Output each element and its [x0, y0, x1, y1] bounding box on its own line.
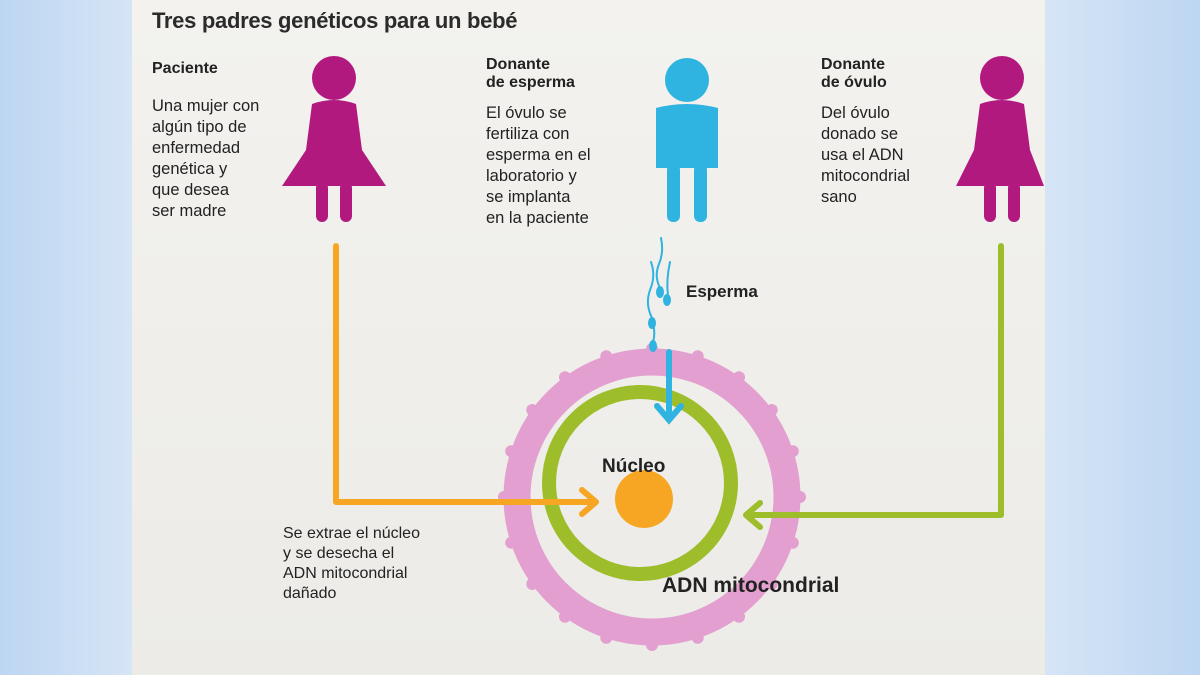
right-background-margin: [1045, 0, 1200, 675]
left-background-margin: [0, 0, 132, 675]
sperm-donor-line: laboratorio y: [486, 167, 577, 185]
egg-donor-line: usa el ADN: [821, 146, 904, 164]
sperm-arrow: [654, 349, 684, 425]
sperm-donor-male-icon: [656, 58, 718, 222]
patient-line: enfermedad: [152, 139, 241, 157]
membrane-bump: [691, 350, 704, 363]
patient-female-icon: [282, 56, 386, 222]
sperm-donor-heading-line: de esperma: [486, 74, 575, 91]
egg-donor-heading-line: Donante: [821, 56, 885, 73]
nucleus-circle: [615, 470, 673, 528]
egg-donor-heading-line: de óvulo: [821, 74, 887, 91]
membrane-bump: [559, 610, 571, 623]
sperm-cells-icon: [646, 237, 671, 352]
nucleus-arrow-from-patient: [333, 243, 599, 517]
egg-outer-membrane: [498, 343, 806, 651]
membrane-bump: [526, 404, 539, 416]
sperm-label: Esperma: [686, 282, 758, 301]
membrane-bump: [786, 445, 799, 458]
patient-heading: Paciente: [152, 60, 218, 77]
extraction-note-line: ADN mitocondrial: [283, 565, 408, 582]
sperm-donor-line: se implanta: [486, 188, 571, 206]
patient-line: algún tipo de: [152, 118, 247, 136]
mitochondrial-ring: [542, 385, 738, 581]
sperm-donor-description: El óvulo se fertiliza con esperma en el …: [486, 103, 591, 229]
egg-donor-heading: Donante de óvulo: [821, 56, 887, 92]
sperm-donor-line: fertiliza con: [486, 125, 570, 143]
membrane-bump: [733, 610, 745, 623]
membrane-bump: [646, 639, 658, 651]
patient-line: ser madre: [152, 202, 227, 220]
sperm-donor-heading: Donante de esperma: [486, 56, 575, 92]
membrane-bump: [786, 536, 799, 549]
extraction-note: Se extrae el núcleo y se desecha el ADN …: [283, 524, 420, 604]
infographic-title: Tres padres genéticos para un bebé: [152, 8, 518, 33]
patient-description: Una mujer con algún tipo de enfermedad g…: [152, 96, 259, 222]
extraction-note-line: y se desecha el: [283, 545, 395, 562]
sperm-donor-line: en la paciente: [486, 209, 589, 227]
patient-line: que desea: [152, 181, 230, 199]
egg-donor-line: donado se: [821, 125, 899, 143]
egg-donor-line: mitocondrial: [821, 167, 910, 185]
membrane-bump: [691, 631, 704, 644]
membrane-bump: [733, 371, 745, 384]
sperm-donor-line: esperma en el: [486, 146, 591, 164]
egg-donor-description: Del óvulo donado se usa el ADN mitocondr…: [821, 103, 910, 208]
extraction-note-line: Se extrae el núcleo: [283, 525, 420, 542]
egg-donor-line: sano: [821, 188, 857, 206]
membrane-bump: [559, 371, 571, 384]
membrane-bump: [505, 536, 518, 549]
egg-donor-line: Del óvulo: [821, 104, 890, 122]
egg-donor-female-icon: [956, 56, 1044, 222]
nucleus-label: Núcleo: [602, 456, 666, 477]
patient-line: genética y: [152, 160, 228, 178]
mito-dna-arrow-from-donor: [743, 243, 1004, 530]
patient-line: Una mujer con: [152, 97, 260, 115]
sperm-donor-line: El óvulo se: [486, 104, 567, 122]
extraction-note-line: dañado: [283, 585, 337, 602]
sperm-donor-heading-line: Donante: [486, 56, 550, 73]
membrane-bump: [765, 578, 778, 590]
membrane-bump: [505, 445, 518, 458]
membrane-bump: [526, 578, 539, 590]
membrane-bump: [765, 404, 778, 416]
mitochondrial-dna-label: ADN mitocondrial: [662, 574, 840, 597]
membrane-bump: [600, 350, 613, 363]
membrane-bump: [794, 491, 806, 503]
membrane-bump: [600, 631, 613, 644]
